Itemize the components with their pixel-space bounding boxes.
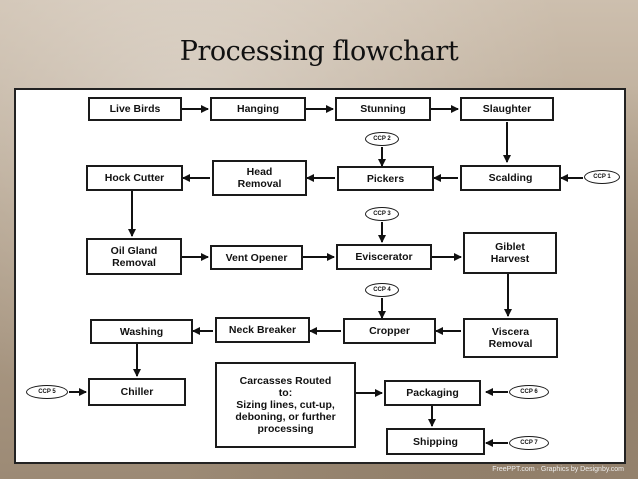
step-stunning: Stunning <box>335 97 431 121</box>
step-scalding: Scalding <box>460 165 561 191</box>
step-vent-opener: Vent Opener <box>210 245 303 270</box>
step-neck-breaker: Neck Breaker <box>215 317 310 343</box>
step-chiller: Chiller <box>88 378 186 406</box>
step-hock-cutter: Hock Cutter <box>86 165 183 191</box>
ccp-4-badge: CCP 4 <box>365 283 399 297</box>
ccp-1-badge: CCP 1 <box>584 170 620 184</box>
step-eviscerator: Eviscerator <box>336 244 432 270</box>
step-oil-gland-removal: Oil Gland Removal <box>86 238 182 275</box>
ccp-3-badge: CCP 3 <box>365 207 399 221</box>
footer-credit: FreePPT.com · Graphics by Designby.com <box>492 466 624 473</box>
ccp-6-badge: CCP 6 <box>509 385 549 399</box>
step-pickers: Pickers <box>337 166 434 191</box>
step-slaughter: Slaughter <box>460 97 554 121</box>
step-washing: Washing <box>90 319 193 344</box>
step-shipping: Shipping <box>386 428 485 455</box>
ccp-7-badge: CCP 7 <box>509 436 549 450</box>
step-packaging: Packaging <box>384 380 481 406</box>
ccp-2-badge: CCP 2 <box>365 132 399 146</box>
page-title: Processing flowchart <box>179 36 459 67</box>
step-hanging: Hanging <box>210 97 306 121</box>
step-carcasses-routed: Carcasses Routed to: Sizing lines, cut-u… <box>215 362 356 448</box>
step-viscera-removal: Viscera Removal <box>463 318 558 358</box>
step-live-birds: Live Birds <box>88 97 182 121</box>
step-cropper: Cropper <box>343 318 436 344</box>
step-head-removal: Head Removal <box>212 160 307 196</box>
ccp-5-badge: CCP 5 <box>26 385 68 399</box>
step-giblet-harvest: Giblet Harvest <box>463 232 557 274</box>
